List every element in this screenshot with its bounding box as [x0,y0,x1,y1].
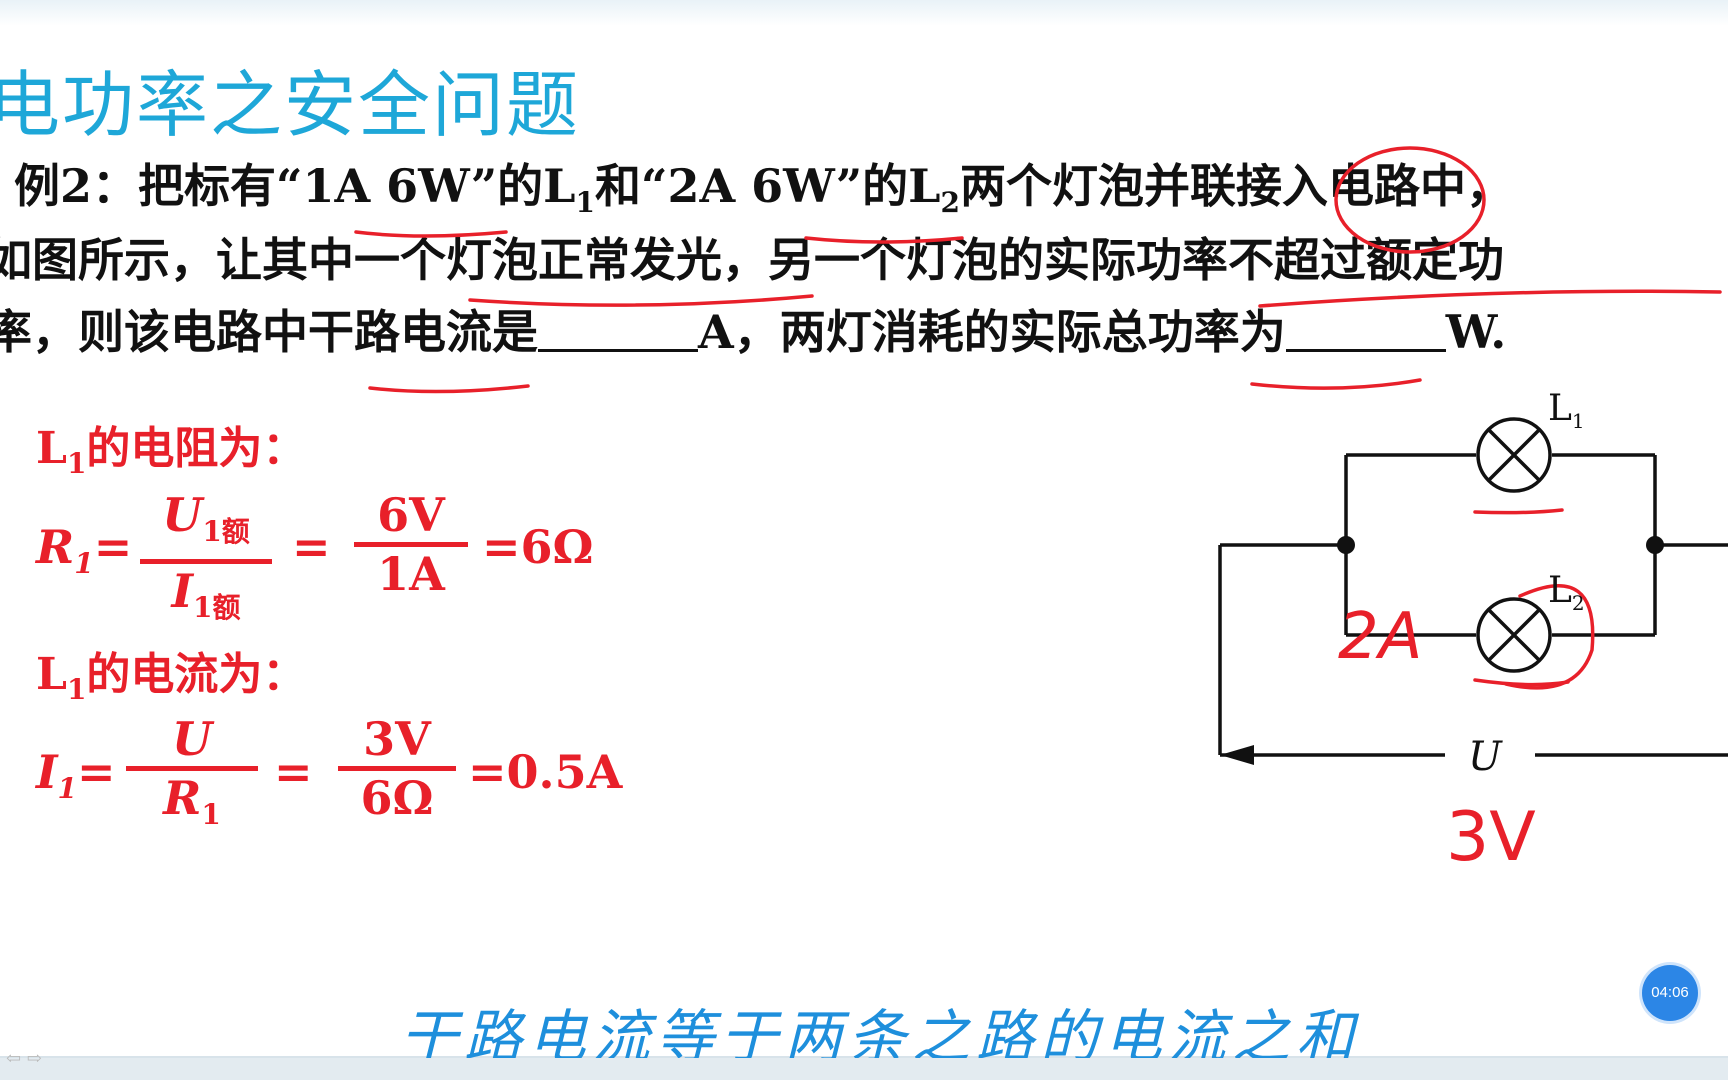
resistance-lhs-sub: 1 [74,547,94,581]
fraction-bar [338,766,456,771]
fraction-bar [140,559,272,565]
circuit-l2-sub: 2 [1571,591,1585,616]
underline-1a6w [354,230,508,238]
circuit-node-right [1646,536,1664,554]
current-result: =0.5A [468,745,623,799]
current-heading-l: L [36,649,67,700]
mark-l1-dash [1473,508,1564,515]
resistance-frac2-den: 1A [377,547,445,601]
resistance-frac1-num-sub: 1额 [202,515,250,549]
resistance-heading: L1的电阻为： [36,412,306,480]
circuit-l2-label: L2 [1548,570,1585,615]
current-frac1-den-r: R [163,771,202,825]
slide-title: 电功率之安全问题 [0,63,581,147]
underline-total-power [1250,378,1422,390]
problem-line-3: 率，则该电路中干路电流是 A，两灯消耗的实际总功率为 W. [0,296,1506,362]
resistance-heading-l: L [36,423,67,474]
resistance-heading-text: 的电阻为： [86,423,307,474]
current-eq-1: = [77,745,116,799]
circuit-voltage-label: U [1468,734,1502,780]
video-timestamp-badge[interactable]: 04:06 [1642,965,1698,1021]
resistance-fraction-1: U1额 I1额 [140,488,272,635]
answer-blank-current [538,309,698,352]
underline-2a6w [804,236,964,244]
current-frac1-den-sub: 1 [201,798,221,832]
fraction-bar [126,766,258,771]
resistance-frac1-num-u: U [162,488,203,542]
current-heading-text: 的电流为： [86,649,307,700]
resistance-frac2-num: 6V [377,488,445,542]
problem-l2-sub: 2 [940,186,960,220]
current-fraction-1: U R1 [126,712,258,842]
circuit-arrow-icon [1220,745,1254,765]
resistance-eq-1: = [93,520,133,574]
current-lhs-i: I [36,745,58,799]
handwritten-voltage-note: 3V [1446,798,1536,877]
underline-not-exceed [1258,289,1722,308]
resistance-frac1-num: U1额 [140,488,272,559]
problem-line-1-mid: 和“2A 6W”的L [595,159,941,213]
circuit-l2-letter: L [1548,570,1572,611]
problem-line-1: 例2：把标有“1A 6W”的L1和“2A 6W”的L2两个灯泡并联接入电路中， [14,150,1512,219]
current-eq-2: = [274,745,313,799]
underline-normal-glow [468,294,814,307]
slide-top-band [0,0,1728,26]
circle-parallel [1334,146,1486,254]
current-frac1-num: U [171,712,213,766]
underline-l2-lamp [1473,678,1570,687]
current-lhs: I1= [36,745,116,805]
resistance-eq-2: = [292,520,331,574]
resistance-frac1-den: I1额 [140,564,272,635]
underline-trunk-current [368,384,530,394]
lamp-l1-cross-b [1487,428,1541,482]
problem-l1-sub: 1 [575,186,595,220]
resistance-frac1-den-i: I [171,564,194,619]
current-frac1-den: R1 [126,771,258,842]
current-heading-sub: 1 [66,672,87,706]
problem-line-1-end: 两个灯泡并联接入电路中， [959,159,1512,213]
resistance-lhs-r: R [36,520,75,574]
current-frac2-num: 3V [363,712,431,766]
problem-line-3-b: A，两灯消耗的实际总功率为 [698,305,1286,359]
resistance-lhs: R1= [36,520,132,580]
resistance-frac1-den-sub: 1额 [193,591,241,625]
current-lhs-sub: 1 [57,772,78,806]
player-bottom-bar [0,1058,1728,1080]
handwritten-current-note: 2A [1338,600,1423,674]
fraction-bar [354,542,468,547]
resistance-fraction-2: 6V 1A [354,488,468,601]
circuit-l1-label: L1 [1548,388,1585,433]
circuit-l1-letter: L [1548,388,1572,429]
problem-line-2: 如图所示，让其中一个灯泡正常发光，另一个灯泡的实际功率不超过额定功 [0,233,1504,287]
current-heading: L1的电流为： [36,638,306,706]
circle-l2-lamp [1504,584,1595,690]
circuit-l1-sub: 1 [1571,409,1585,434]
problem-line-3-c: W. [1445,305,1507,359]
circuit-node-left [1337,536,1355,554]
answer-blank-power [1285,309,1446,352]
current-fraction-2: 3V 6Ω [338,712,456,825]
current-frac2-den: 6Ω [360,771,434,825]
nav-arrows-icon[interactable]: ⇦ ⇨ [6,1048,42,1069]
problem-line-3-a: 率，则该电路中干路电流是 [0,305,538,359]
circuit-diagram [354,146,1728,765]
lamp-l2-cross-b [1487,608,1541,662]
resistance-result: =6Ω [482,520,594,574]
resistance-heading-sub: 1 [66,446,87,480]
problem-line-1-start: 例2：把标有“1A 6W”的L [14,159,576,213]
